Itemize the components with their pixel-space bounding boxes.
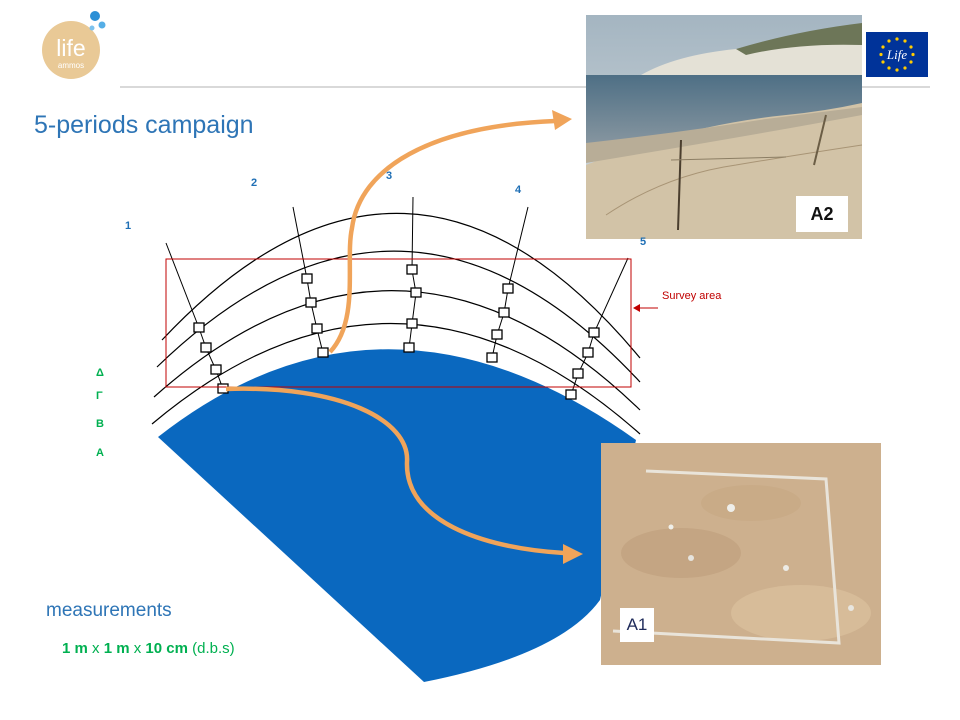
sea-area (158, 349, 636, 682)
zone-arcs (151, 212, 641, 435)
transect-label-3: 3 (386, 170, 393, 182)
logo-ammos-text: ammos (58, 61, 84, 70)
survey-area-pointer-head (633, 304, 640, 312)
measure-depth: 10 cm (145, 640, 188, 657)
survey-area-box (165, 258, 632, 388)
eu-life-text: Life (886, 47, 907, 62)
measure-length: 1 m (62, 640, 88, 657)
transect-label-1: 1 (125, 220, 132, 232)
transect-label-4: 4 (515, 184, 522, 196)
eu-life-logo: Life (866, 32, 928, 77)
photo-beach-a2 (586, 15, 862, 239)
sample-square (403, 342, 415, 353)
sample-square (502, 283, 514, 294)
sample-squares (193, 264, 600, 400)
survey-area-label: Survey area (662, 290, 722, 302)
sample-square (406, 264, 418, 275)
zone-arc-3 (156, 250, 641, 383)
sample-square (410, 287, 422, 298)
measure-sep-1: x (92, 640, 100, 657)
zone-label-alpha: Α (96, 447, 104, 459)
photo-a1-tag: A1 (620, 608, 654, 642)
sample-square (311, 323, 323, 334)
sample-square (498, 307, 510, 318)
eu-stars (879, 37, 915, 72)
arrow-to-a1 (225, 386, 565, 556)
measurements-dimensions: 1 m x 1 m x 10 cm (d.b.s) (62, 640, 235, 657)
arrow-to-a2-head (552, 110, 572, 130)
measure-width: 1 m (103, 640, 130, 657)
sample-square (193, 322, 205, 333)
zone-label-beta: Β (96, 418, 104, 430)
sample-square (588, 327, 600, 338)
zone-label-gamma: Γ (96, 390, 103, 402)
photo-a2-tag: A2 (796, 196, 848, 232)
sample-square (486, 352, 498, 363)
zone-arc-2 (153, 290, 641, 411)
sample-square (317, 347, 329, 358)
arrow-to-a2 (328, 118, 556, 354)
arrow-to-a1-head (563, 544, 583, 564)
sample-square (406, 318, 418, 329)
logo-life-text: life (56, 35, 85, 61)
transect-label-5: 5 (640, 236, 647, 248)
sample-square (210, 364, 222, 375)
measurements-title: measurements (46, 600, 172, 621)
measure-sep-2: x (133, 640, 142, 657)
zone-arc-1 (151, 322, 641, 435)
sample-square (301, 273, 313, 284)
photo-quadrat-a1 (601, 443, 881, 665)
sample-square (305, 297, 317, 308)
slide-title: 5-periods campaign (34, 111, 254, 139)
zone-arc-4 (161, 212, 641, 359)
sample-square (565, 389, 577, 400)
header-divider (120, 86, 930, 88)
transect-label-2: 2 (251, 177, 258, 189)
sample-square (582, 347, 594, 358)
sample-square (200, 342, 212, 353)
sample-square (572, 368, 584, 379)
sample-square (491, 329, 503, 340)
zone-label-delta: Δ (96, 367, 104, 379)
measure-note: (d.b.s) (192, 640, 235, 657)
life-ammos-logo: life ammos (42, 11, 106, 79)
